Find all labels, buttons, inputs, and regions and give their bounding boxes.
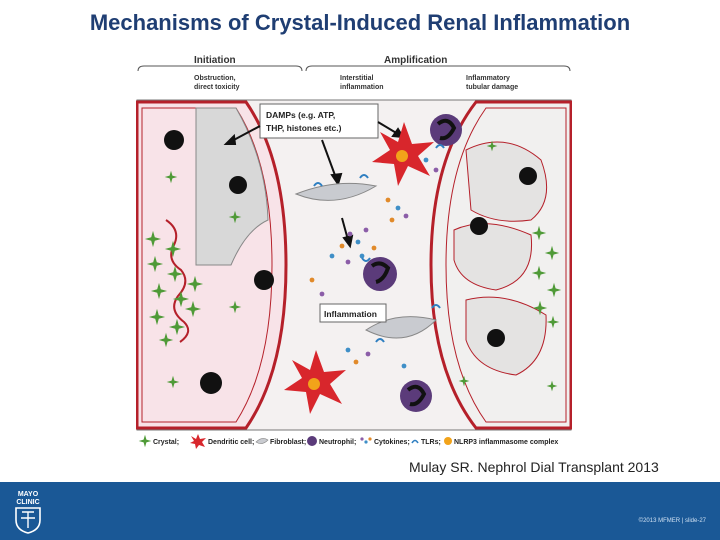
nucleus — [164, 130, 184, 150]
legend-crystal: Crystal; — [153, 439, 179, 446]
bracket-initiation — [137, 65, 303, 72]
legend-neutrophil: Neutrophil; — [319, 439, 356, 446]
damps-box — [259, 103, 379, 139]
logo-mayo: MAYO — [18, 491, 39, 498]
left-tubule-inner-wall — [141, 107, 273, 423]
tubular-cell — [465, 296, 547, 376]
mayo-clinic-logo: MAYO CLINIC — [8, 488, 48, 534]
nucleus — [229, 176, 247, 194]
shield-icon: MAYO CLINIC — [15, 491, 41, 534]
neutrophil — [430, 114, 462, 146]
nucleus — [519, 167, 537, 185]
phase-initiation: Initiation — [194, 55, 236, 66]
sub-tubular-damage: tubular damage — [466, 84, 518, 91]
bracket-amplification — [305, 65, 571, 72]
nucleus — [487, 329, 505, 347]
footer-bar: MAYO CLINIC ©2013 MFMER | slide-27 — [0, 482, 720, 540]
mechanism-diagram: Initiation Amplification Obstruction, di… — [135, 50, 573, 449]
neutrophil — [400, 380, 432, 412]
legend-dendritic: Dendritic cell; — [208, 439, 254, 446]
nucleus — [470, 217, 488, 235]
phase-amplification: Amplification — [384, 55, 447, 66]
dendritic-cell-top — [372, 122, 434, 186]
inflammation-label: Inflammation — [324, 309, 377, 319]
legend: Crystal; Dendritic cell; Fibroblast; Neu… — [138, 434, 558, 449]
nucleus — [254, 270, 274, 290]
sub-interstitial-inflammation: inflammation — [340, 84, 384, 91]
damps-examples: THP, histones etc.) — [266, 123, 342, 133]
slide-title: Mechanisms of Crystal-Induced Renal Infl… — [89, 10, 631, 35]
cytokines — [309, 157, 439, 369]
sub-toxicity: direct toxicity — [194, 84, 240, 91]
fibroblast — [294, 182, 378, 201]
damaged-epithelium — [165, 219, 190, 343]
sub-inflammatory: Inflammatory — [466, 75, 510, 82]
legend-fibroblast: Fibroblast; — [270, 439, 306, 446]
sub-obstruction: Obstruction, — [194, 75, 236, 82]
neutrophil — [363, 257, 397, 291]
damps-label: DAMPs (e.g. ATP, — [266, 110, 335, 120]
tubular-cell — [465, 141, 548, 222]
mechanism-figure: Initiation Amplification Obstruction, di… — [135, 50, 573, 454]
right-tubule-inner-wall — [445, 107, 567, 423]
nucleus — [200, 372, 222, 394]
dendritic-cell-bottom — [284, 350, 346, 414]
legend-tlrs: TLRs; — [421, 439, 441, 446]
legend-cytokines: Cytokines; — [374, 439, 410, 446]
slide-footer-note: ©2013 MFMER | slide-27 — [638, 518, 706, 524]
legend-nlrp3: NLRP3 inflammasome complex — [454, 439, 558, 446]
sub-interstitial: Interstitial — [340, 75, 374, 82]
citation: Mulay SR. Nephrol Dial Transplant 2013 — [409, 459, 659, 475]
inflammation-box — [319, 303, 387, 323]
tlrs — [313, 144, 445, 343]
logo-clinic: CLINIC — [16, 499, 39, 506]
